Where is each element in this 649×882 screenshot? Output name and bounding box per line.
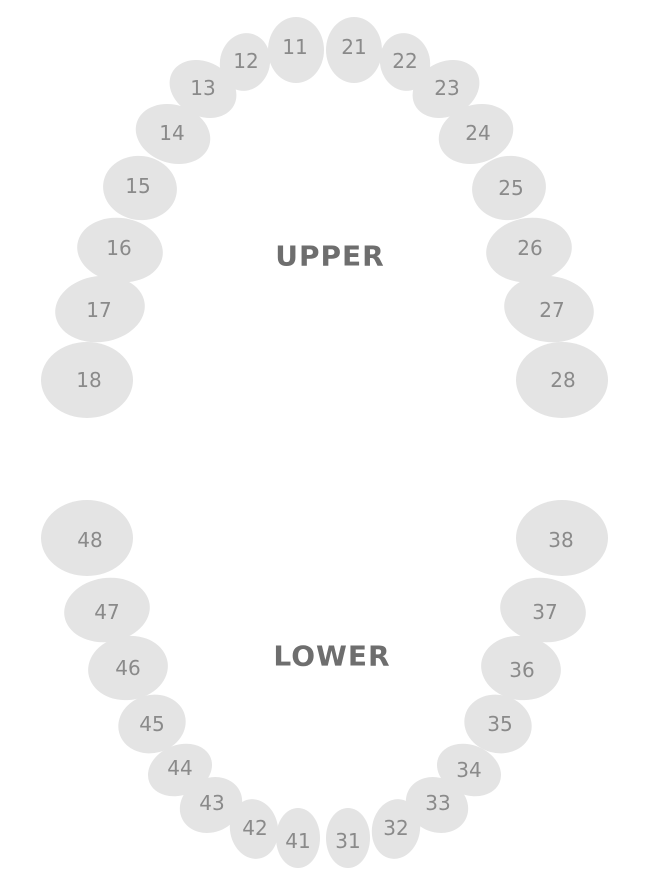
tooth-shape[interactable] bbox=[41, 500, 133, 576]
tooth-28[interactable]: 28 bbox=[516, 342, 608, 418]
tooth-shape[interactable] bbox=[159, 49, 246, 130]
tooth-shape[interactable] bbox=[41, 342, 133, 418]
tooth-shape[interactable] bbox=[429, 734, 509, 805]
upper-jaw-label: UPPER bbox=[275, 240, 384, 273]
tooth-shape[interactable] bbox=[268, 17, 324, 83]
tooth-shape[interactable] bbox=[468, 151, 550, 225]
tooth-18[interactable]: 18 bbox=[41, 342, 133, 418]
tooth-shape[interactable] bbox=[367, 795, 425, 862]
tooth-shape[interactable] bbox=[225, 795, 283, 862]
tooth-shape[interactable] bbox=[482, 212, 576, 287]
tooth-shape[interactable] bbox=[99, 151, 181, 225]
tooth-shape[interactable] bbox=[500, 270, 598, 348]
tooth-shape[interactable] bbox=[458, 687, 539, 761]
tooth-shape[interactable] bbox=[477, 631, 565, 706]
tooth-shape[interactable] bbox=[375, 28, 436, 95]
tooth-48[interactable]: 48 bbox=[41, 500, 133, 576]
tooth-shape[interactable] bbox=[326, 808, 370, 868]
lower-jaw-label: LOWER bbox=[273, 640, 390, 673]
tooth-21[interactable]: 21 bbox=[326, 17, 382, 83]
tooth-shape[interactable] bbox=[496, 572, 590, 647]
tooth-shape[interactable] bbox=[402, 49, 489, 130]
tooth-shape[interactable] bbox=[516, 500, 608, 576]
tooth-shape[interactable] bbox=[431, 95, 521, 174]
tooth-shape[interactable] bbox=[276, 808, 320, 868]
tooth-shape[interactable] bbox=[73, 212, 167, 287]
tooth-26[interactable]: 26 bbox=[482, 212, 576, 287]
tooth-16[interactable]: 16 bbox=[73, 212, 167, 287]
tooth-47[interactable]: 47 bbox=[60, 572, 154, 647]
tooth-37[interactable]: 37 bbox=[496, 572, 590, 647]
tooth-38[interactable]: 38 bbox=[516, 500, 608, 576]
tooth-shape[interactable] bbox=[128, 95, 218, 174]
tooth-shape[interactable] bbox=[60, 572, 154, 647]
tooth-46[interactable]: 46 bbox=[84, 631, 172, 706]
tooth-shape[interactable] bbox=[112, 687, 193, 761]
tooth-shape[interactable] bbox=[397, 767, 478, 843]
tooth-11[interactable]: 11 bbox=[268, 17, 324, 83]
tooth-17[interactable]: 17 bbox=[51, 270, 149, 348]
tooth-27[interactable]: 27 bbox=[500, 270, 598, 348]
tooth-shape[interactable] bbox=[326, 17, 382, 83]
tooth-shape[interactable] bbox=[516, 342, 608, 418]
tooth-shape[interactable] bbox=[84, 631, 172, 706]
tooth-31[interactable]: 31 bbox=[326, 808, 370, 868]
tooth-shape[interactable] bbox=[51, 270, 149, 348]
tooth-shape[interactable] bbox=[215, 28, 276, 95]
tooth-shape[interactable] bbox=[171, 767, 252, 843]
tooth-41[interactable]: 41 bbox=[276, 808, 320, 868]
